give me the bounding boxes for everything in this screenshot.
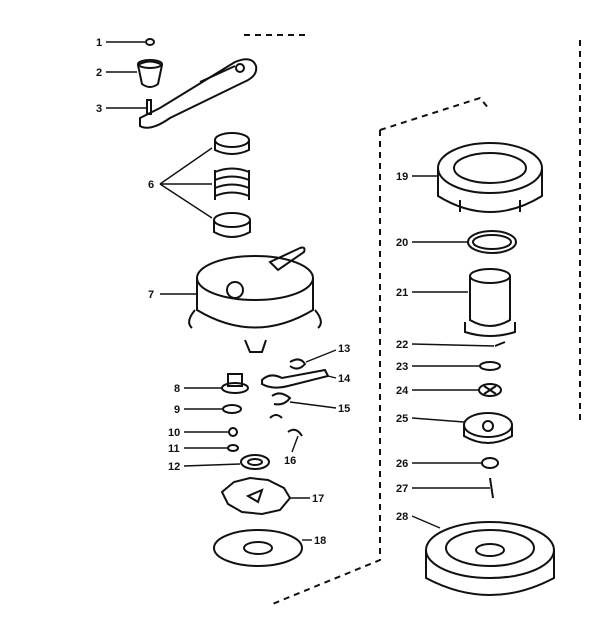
callout-label-20: 20 [396, 237, 408, 249]
callout-label-21: 21 [396, 287, 408, 299]
leader-line-15 [289, 401, 337, 409]
part-9-washer [222, 404, 242, 414]
part-25-impeller [463, 412, 513, 444]
part-8-rotor [221, 373, 249, 394]
callout-label-17: 17 [312, 493, 324, 505]
callout-label-12: 12 [168, 461, 180, 473]
part-2-knob [136, 59, 164, 88]
assembly-boundary-line [379, 96, 491, 131]
part-6-spring-assembly [213, 132, 251, 238]
part-23-washer [479, 361, 501, 371]
leader-line-12 [183, 463, 241, 467]
callout-label-10: 10 [168, 427, 180, 439]
part-21-valve-body [464, 268, 516, 337]
part-15-spring [271, 392, 292, 406]
leader-line-25 [411, 417, 465, 423]
part-3-crank-arm [139, 58, 258, 129]
leader-line-22 [411, 343, 495, 347]
callout-label-1: 1 [96, 37, 102, 49]
part-12-ring [240, 454, 270, 470]
part-10-washer [228, 427, 238, 437]
callout-label-24: 24 [396, 385, 409, 397]
part-22-pin [494, 341, 506, 347]
leader-line-6 [159, 147, 213, 219]
callout-label-14: 14 [338, 373, 351, 385]
callout-label-2: 2 [96, 67, 102, 79]
callout-label-3: 3 [96, 103, 102, 115]
assembly-boundary-line [269, 130, 381, 606]
part-17-cam-plate [220, 476, 292, 516]
leader-line-28 [411, 515, 441, 529]
leader-line-16 [291, 435, 299, 453]
callout-label-22: 22 [396, 339, 408, 351]
callout-label-25: 25 [396, 413, 408, 425]
callout-label-26: 26 [396, 458, 408, 470]
callout-label-19: 19 [396, 171, 408, 183]
part-18-disc [213, 529, 303, 567]
part-7-housing [188, 246, 322, 353]
callout-label-18: 18 [314, 535, 326, 547]
part-11-washer [227, 444, 239, 452]
part-28-base-wheel [425, 521, 555, 596]
callout-label-8: 8 [174, 383, 180, 395]
callout-label-27: 27 [396, 483, 408, 495]
callout-label-28: 28 [396, 511, 408, 523]
callout-label-9: 9 [174, 404, 180, 416]
part-27-shaft [489, 477, 494, 499]
callout-label-6: 6 [148, 179, 154, 191]
callout-label-16: 16 [284, 455, 296, 467]
part-16-spring [269, 414, 303, 437]
part-1-pin [145, 38, 155, 46]
part-14-pawl [261, 368, 330, 389]
callout-label-23: 23 [396, 361, 408, 373]
callout-label-15: 15 [338, 403, 350, 415]
part-26-nut [481, 457, 499, 469]
leader-line-14 [327, 375, 337, 379]
part-20-o-ring [467, 230, 517, 254]
callout-label-13: 13 [338, 343, 350, 355]
part-19-ring-housing [437, 142, 543, 213]
callout-label-7: 7 [148, 289, 154, 301]
part-13-spring [289, 358, 307, 370]
callout-label-11: 11 [168, 443, 180, 455]
part-24-gear [478, 383, 502, 397]
leader-line-13 [305, 349, 337, 363]
